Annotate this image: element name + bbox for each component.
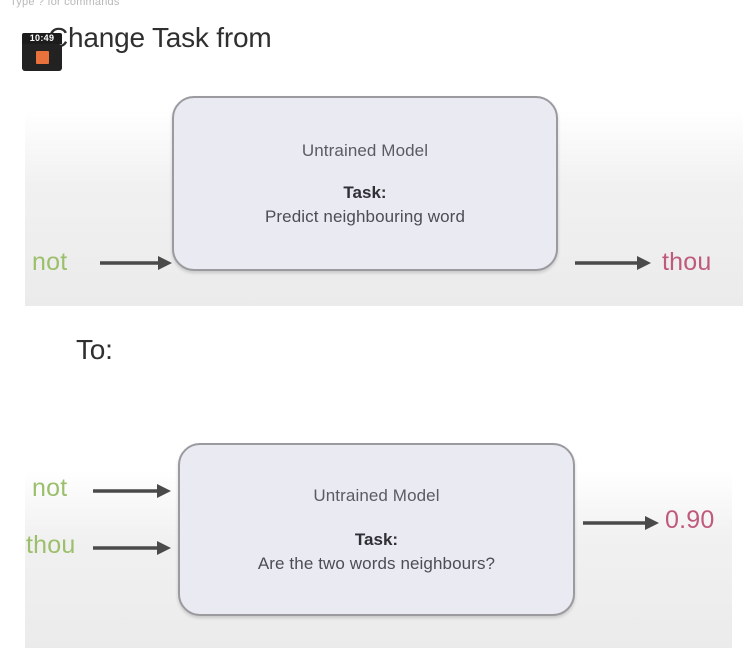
input-word-token: not	[32, 474, 68, 502]
model-box-task-label: Task:	[354, 529, 399, 549]
diagram-predict-neighbouring-word: not Untrained Model Task: Predict neighb…	[0, 88, 751, 308]
input-word-token: thou	[26, 531, 76, 559]
diagram-are-two-words-neighbours: not thou Untrained Model Task: Are the t…	[0, 438, 751, 638]
arrow-right-icon	[583, 516, 659, 530]
recording-timer: 10:49	[22, 33, 62, 44]
page-title-change-task-from: Change Task from	[48, 22, 272, 53]
arrow-right-icon	[93, 484, 171, 498]
model-box-task-description: Are the two words neighbours?	[257, 553, 496, 573]
arrow-right-icon	[93, 541, 171, 555]
arrow-right-icon	[575, 256, 651, 270]
stop-square-icon	[35, 51, 49, 64]
output-score-token: 0.90	[665, 506, 715, 534]
model-box-title: Untrained Model	[301, 140, 429, 160]
model-box: Untrained Model Task: Are the two words …	[178, 443, 575, 616]
model-box-task-description: Predict neighbouring word	[264, 206, 465, 226]
model-box-task-label: Task:	[343, 182, 387, 202]
stop-recording-button[interactable]	[22, 44, 62, 71]
section-label-to: To:	[76, 334, 113, 365]
output-word-token: thou	[662, 248, 712, 276]
arrow-right-icon	[100, 256, 172, 270]
model-box-title: Untrained Model	[313, 485, 440, 505]
model-box: Untrained Model Task: Predict neighbouri…	[172, 96, 558, 271]
command-hint-text: Type ? for commands	[10, 0, 120, 8]
input-word-token: not	[32, 248, 68, 276]
screen-recording-badge[interactable]: 10:49	[22, 33, 62, 71]
